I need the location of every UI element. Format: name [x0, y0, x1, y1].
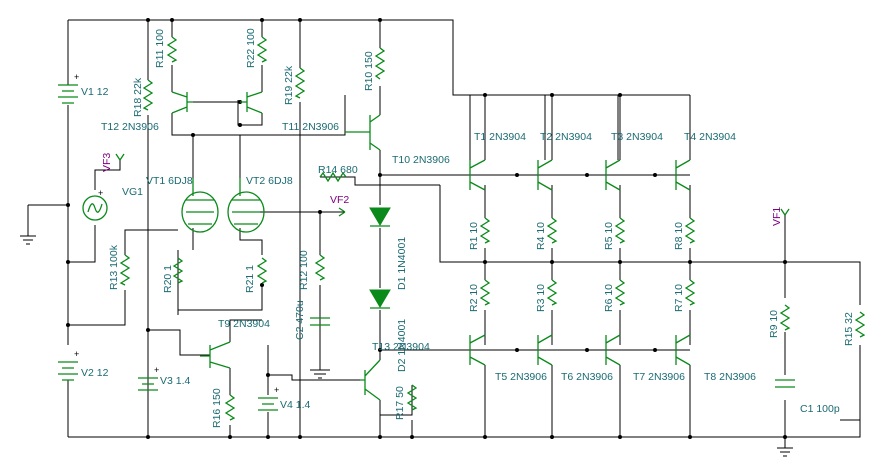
battery-v3-symbol: + — [138, 365, 159, 391]
label-r7: R7 10 — [673, 284, 685, 312]
label-t1: T1 2N3904 — [474, 131, 526, 143]
label-t6: T6 2N3906 — [561, 371, 613, 383]
label-t3: T3 2N3904 — [611, 131, 663, 143]
label-v3: V3 1.4 — [160, 375, 191, 387]
tube-vt2-symbol — [227, 178, 265, 233]
label-r4: R4 10 — [535, 222, 547, 250]
label-r17: R17 50 — [394, 386, 406, 420]
label-r22: R22 100 — [245, 28, 257, 68]
tube-vt1-symbol — [181, 178, 219, 233]
probe-vf3: VF3 — [101, 153, 113, 172]
label-v1: V1 12 — [81, 86, 109, 98]
probe-vf1: VF1 — [771, 207, 783, 226]
label-vt1: VT1 6DJ8 — [146, 175, 193, 187]
label-vg1: VG1 — [122, 186, 143, 198]
label-r19: R19 22k — [283, 65, 295, 105]
label-t10: T10 2N3906 — [392, 154, 450, 166]
label-t4: T4 2N3904 — [684, 131, 736, 143]
svg-text:+: + — [74, 72, 79, 82]
capacitor-c1-symbol — [775, 379, 795, 388]
svg-text:+: + — [154, 365, 159, 375]
label-r6: R6 10 — [603, 284, 615, 312]
label-t2: T2 2N3904 — [540, 131, 592, 143]
label-r11: R11 100 — [154, 29, 166, 68]
label-r2: R2 10 — [468, 284, 480, 312]
label-v4: V4 1.4 — [280, 399, 311, 411]
label-c1: C1 100p — [800, 403, 840, 415]
label-r8: R8 10 — [673, 222, 685, 250]
label-t8: T8 2N3906 — [704, 371, 756, 383]
label-t11: T11 2N3906 — [282, 121, 339, 133]
component-labels: V1 12 V2 12 V3 1.4 V4 1.4 VG1 VT1 6DJ8 V… — [81, 28, 855, 428]
label-v2: V2 12 — [81, 367, 109, 379]
label-r10: R10 150 — [363, 51, 375, 91]
label-vt2: VT2 6DJ8 — [246, 175, 293, 187]
battery-v1-symbol: + — [58, 72, 79, 104]
label-d1: D1 1N4001 — [396, 237, 408, 290]
label-t5: T5 2N3906 — [495, 371, 547, 383]
transistor-symbols — [171, 91, 691, 401]
label-t9: T9 2N3904 — [218, 318, 270, 330]
battery-v2-symbol: + — [58, 349, 79, 381]
junction-dots — [66, 18, 787, 439]
resistor-symbols — [119, 36, 866, 421]
label-r12: R12 100 — [298, 250, 310, 290]
label-r16: R16 150 — [211, 388, 223, 428]
svg-text:+: + — [74, 349, 79, 359]
diode-d1-symbol — [369, 207, 391, 227]
label-t12: T12 2N3906 — [101, 121, 159, 133]
capacitor-c2-symbol — [310, 317, 330, 326]
ground-symbol — [20, 235, 793, 457]
signal-generator-vg1-symbol: + — [82, 188, 108, 221]
label-d2: D2 1N4001 — [396, 319, 408, 372]
battery-v4-symbol: + — [258, 385, 279, 411]
label-r13: R13 100k — [108, 244, 120, 290]
label-t13: T13 2N3904 — [372, 341, 430, 353]
probe-vf2: VF2 — [330, 194, 349, 206]
label-r14: R14 680 — [318, 164, 358, 176]
svg-text:+: + — [274, 385, 279, 395]
svg-text:+: + — [98, 188, 103, 198]
label-r9: R9 10 — [768, 310, 780, 338]
probe-labels: VF3 VF2 VF1 — [101, 153, 783, 226]
label-c2: C2 470u — [294, 300, 306, 340]
label-r20: R20 1 — [162, 265, 174, 293]
label-r3: R3 10 — [535, 284, 547, 312]
label-r18: R18 22k — [132, 77, 144, 117]
label-t7: T7 2N3906 — [633, 371, 685, 383]
label-r15: R15 32 — [843, 312, 855, 346]
label-r21: R21 1 — [244, 265, 256, 293]
label-r1: R1 10 — [468, 222, 480, 250]
probe-symbols — [115, 153, 790, 217]
diode-d2-symbol — [369, 289, 391, 309]
label-r5: R5 10 — [603, 222, 615, 250]
